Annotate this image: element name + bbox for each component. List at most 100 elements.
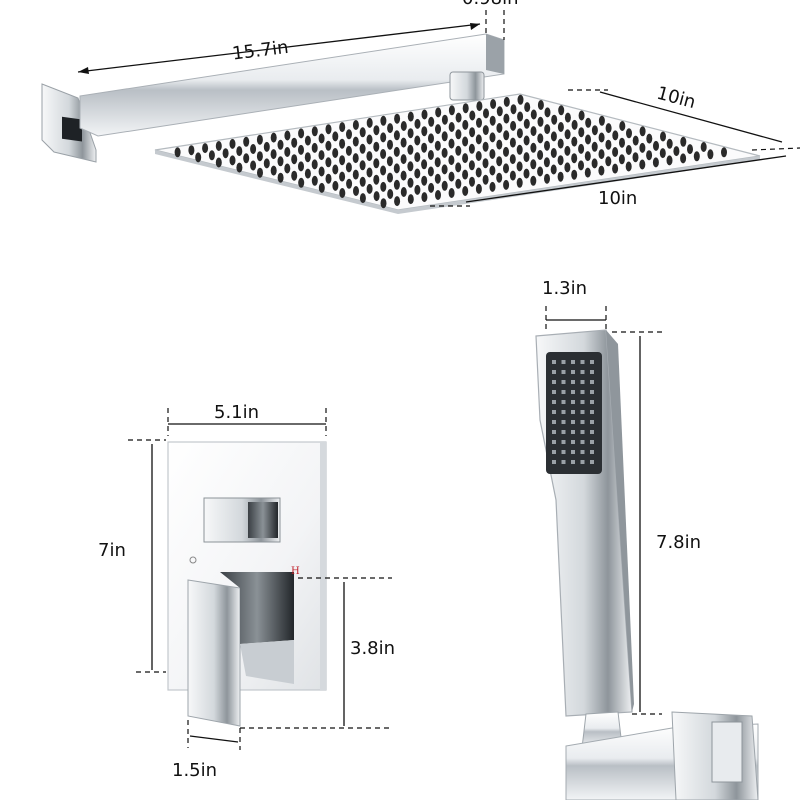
nozzle — [380, 165, 387, 176]
nozzle — [400, 137, 407, 148]
nozzle — [421, 175, 428, 186]
nozzle — [427, 150, 434, 160]
nozzle — [435, 190, 441, 200]
rain-head-nozzles — [174, 94, 727, 209]
nozzle — [612, 163, 619, 174]
plate-height-label: 7in — [98, 540, 126, 561]
handheld-nozzle — [580, 400, 585, 404]
handheld-nozzle — [590, 430, 594, 434]
nozzle — [475, 151, 482, 161]
nozzle — [394, 196, 401, 207]
nozzle — [387, 123, 394, 134]
nozzle — [557, 138, 564, 149]
nozzle — [598, 165, 605, 176]
handheld-nozzle — [552, 380, 556, 384]
nozzle — [483, 108, 489, 119]
nozzle — [339, 138, 346, 149]
nozzle — [318, 166, 325, 177]
nozzle — [503, 163, 509, 174]
nozzle — [530, 175, 537, 186]
handheld-nozzle — [561, 370, 566, 374]
nozzle — [407, 111, 414, 122]
nozzle — [639, 159, 646, 170]
nozzle — [421, 142, 428, 153]
nozzle — [380, 132, 387, 143]
handheld-nozzle — [552, 370, 556, 374]
nozzle — [339, 171, 346, 182]
nozzle — [311, 142, 318, 153]
handheld-nozzle — [571, 420, 575, 424]
nozzle — [325, 124, 332, 135]
nozzle — [387, 139, 393, 150]
nozzle — [591, 158, 598, 169]
nozzle — [325, 157, 332, 168]
nozzle — [195, 152, 202, 163]
nozzle — [291, 137, 298, 148]
nozzle — [598, 132, 605, 143]
nozzle — [441, 131, 448, 142]
nozzle — [530, 126, 537, 137]
handheld-nozzle — [561, 420, 566, 424]
nozzle — [243, 153, 250, 164]
nozzle — [311, 175, 318, 186]
handheld-nozzle — [590, 420, 594, 424]
head-width-label: 10in — [598, 188, 637, 209]
nozzle — [475, 167, 482, 178]
nozzle — [339, 122, 346, 133]
nozzle — [619, 137, 625, 148]
nozzle — [551, 114, 558, 125]
handheld-nozzle — [552, 440, 556, 444]
nozzle — [605, 139, 612, 150]
nozzle — [591, 125, 598, 136]
handheld-nozzle — [561, 400, 566, 404]
nozzle — [407, 177, 414, 188]
nozzle — [394, 113, 401, 124]
nozzle — [448, 171, 455, 182]
nozzle — [325, 173, 332, 184]
nozzle — [516, 161, 523, 172]
handheld-nozzle — [590, 410, 594, 414]
nozzle — [550, 164, 557, 175]
nozzle — [489, 149, 496, 159]
nozzle — [537, 150, 544, 160]
nozzle — [625, 161, 632, 172]
nozzle — [510, 104, 517, 115]
nozzle — [557, 122, 564, 132]
nozzle — [250, 144, 257, 154]
nozzle — [503, 113, 510, 124]
nozzle — [537, 116, 544, 127]
nozzle — [291, 154, 298, 165]
nozzle — [298, 128, 305, 139]
nozzle — [332, 164, 339, 175]
nozzle — [441, 164, 448, 175]
handheld-nozzle — [552, 390, 556, 394]
handheld-nozzle — [561, 440, 566, 444]
nozzle — [243, 136, 250, 147]
nozzle — [523, 135, 530, 146]
nozzle — [380, 149, 387, 159]
nozzle — [455, 145, 462, 156]
nozzle — [666, 155, 673, 166]
handheld-nozzle — [590, 450, 594, 454]
nozzle — [693, 151, 700, 162]
rain-head-edge — [155, 150, 760, 214]
nozzle — [476, 101, 483, 112]
nozzle — [215, 141, 222, 151]
nozzle — [427, 166, 434, 177]
nozzle — [578, 127, 585, 138]
handheld-shower-group — [535, 329, 759, 800]
nozzle — [544, 140, 550, 151]
nozzle — [537, 100, 544, 110]
nozzle — [236, 146, 243, 157]
nozzle — [496, 123, 503, 133]
handheld-nozzle — [590, 390, 594, 394]
nozzle — [346, 178, 353, 189]
nozzle — [516, 144, 523, 155]
nozzle — [666, 138, 673, 149]
nozzle — [393, 163, 400, 174]
nozzle — [257, 167, 263, 178]
nozzle — [476, 117, 482, 128]
nozzle — [311, 159, 318, 170]
handheld-nozzle — [571, 450, 575, 454]
